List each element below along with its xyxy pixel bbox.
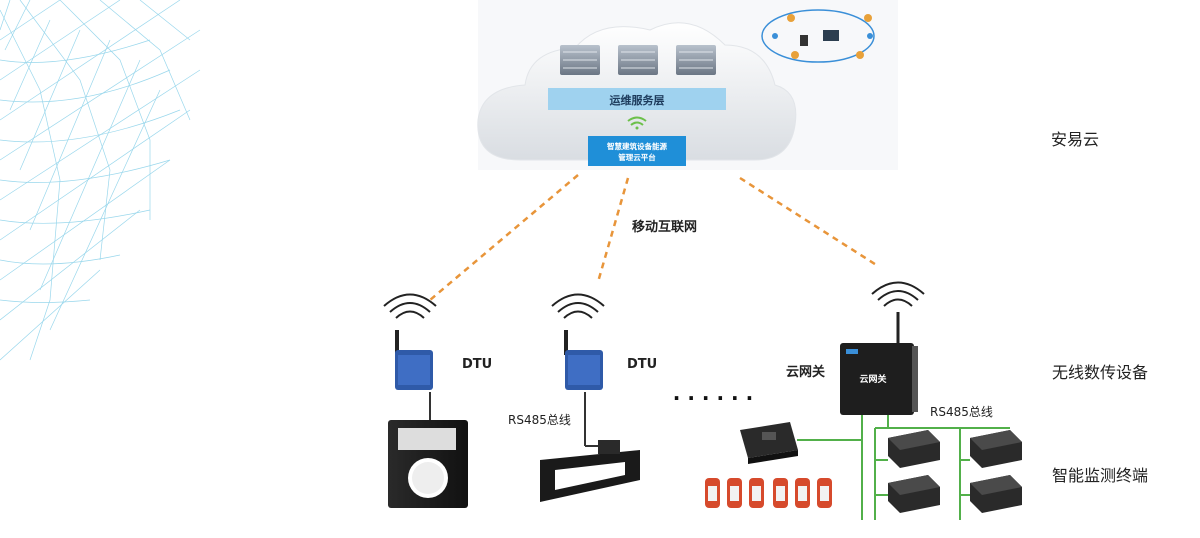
layer-label-cloud: 安易云 bbox=[1051, 130, 1100, 149]
server-icon bbox=[618, 45, 658, 75]
meter-module-icon bbox=[740, 422, 798, 464]
dtu-device-middle bbox=[540, 293, 640, 502]
gateway-label: 云网关 bbox=[786, 365, 826, 380]
user-network-icon bbox=[761, 9, 875, 63]
dtu-device-left bbox=[383, 293, 468, 508]
more-devices-ellipsis: · · · · · · bbox=[673, 386, 753, 410]
cloud-gateway-device: 云网关 bbox=[840, 281, 925, 415]
platform-label-line2: 管理云平台 bbox=[618, 152, 656, 162]
platform-label-line1: 智慧建筑设备能源 bbox=[607, 141, 667, 151]
rs485-bus-right-label: RS485总线 bbox=[930, 405, 993, 419]
rogowski-sensor-icon bbox=[540, 440, 640, 502]
rs485-bus-left-label: RS485总线 bbox=[508, 413, 571, 427]
io-module-icons bbox=[888, 430, 1022, 513]
background-mesh bbox=[0, 0, 201, 361]
platform-box bbox=[588, 136, 686, 166]
server-icon bbox=[676, 45, 716, 75]
layer-label-terminal: 智能监测终端 bbox=[1052, 466, 1149, 485]
dtu-left-label: DTU bbox=[462, 357, 493, 372]
current-transformer-icon bbox=[388, 420, 468, 508]
wireless-links bbox=[429, 174, 879, 301]
dtu-middle-label: DTU bbox=[627, 357, 658, 372]
server-icon bbox=[560, 45, 600, 75]
rs485-bus-wiring bbox=[797, 415, 1010, 520]
signal-icon bbox=[383, 293, 437, 319]
signal-icon bbox=[871, 281, 925, 307]
signal-icon bbox=[551, 293, 605, 319]
gateway-brand-label: 云网关 bbox=[859, 373, 886, 385]
cloud-platform-illustration: 运维服务层 智慧建筑设备能源 管理云平台 bbox=[477, 0, 898, 170]
wireless-sensor-icons bbox=[705, 478, 832, 508]
network-label: 移动互联网 bbox=[632, 220, 698, 235]
ops-layer-bar bbox=[548, 88, 726, 110]
layer-label-wireless: 无线数传设备 bbox=[1052, 363, 1149, 382]
wifi-icon bbox=[627, 116, 647, 130]
ops-layer-label: 运维服务层 bbox=[610, 93, 665, 107]
